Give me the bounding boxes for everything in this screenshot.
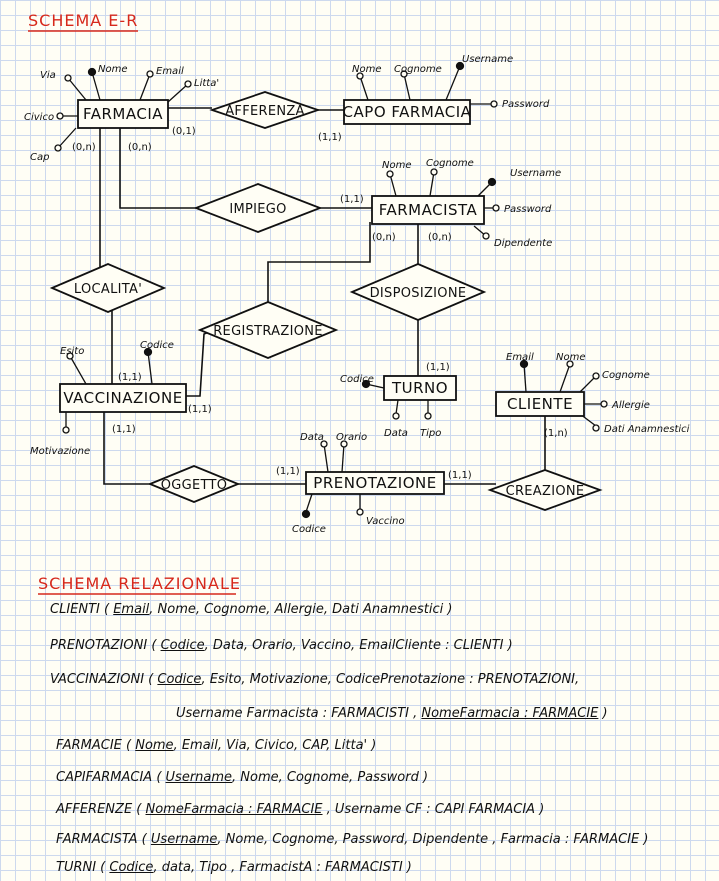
- svg-text:OGGETTO: OGGETTO: [161, 478, 228, 493]
- svg-text:Tipo: Tipo: [420, 428, 441, 439]
- attribute-markers: [54, 61, 608, 519]
- relational-title: SCHEMA RELAZIONALE: [38, 574, 241, 593]
- svg-text:Email: Email: [156, 66, 184, 77]
- svg-text:(0,1): (0,1): [172, 126, 196, 137]
- svg-text:Motivazione: Motivazione: [30, 446, 90, 457]
- entity-cliente: CLIENTE: [495, 391, 585, 417]
- svg-text:(1,1): (1,1): [340, 194, 364, 205]
- svg-text:FARMACISTA: FARMACISTA: [379, 201, 478, 219]
- svg-text:Nome: Nome: [382, 160, 412, 171]
- relationship-localita: LOCALITA': [49, 263, 167, 313]
- svg-text:Allergie: Allergie: [611, 400, 650, 411]
- svg-text:FARMACIA: FARMACIA: [83, 105, 163, 123]
- svg-text:Cap: Cap: [30, 152, 49, 163]
- relationship-registrazione: REGISTRAZIONE: [197, 301, 339, 359]
- svg-text:Civico: Civico: [24, 112, 54, 123]
- svg-text:(1,1): (1,1): [188, 404, 212, 415]
- entity-prenotazione: PRENOTAZIONE: [305, 471, 445, 495]
- er-title: SCHEMA E-R: [28, 11, 138, 30]
- svg-text:REGISTRAZIONE: REGISTRAZIONE: [213, 324, 323, 339]
- svg-text:(1,1): (1,1): [426, 362, 450, 373]
- svg-text:CAPO FARMACIA: CAPO FARMACIA: [343, 103, 472, 121]
- svg-text:Username: Username: [462, 54, 513, 65]
- svg-text:Esito: Esito: [60, 346, 84, 357]
- svg-text:Cognome: Cognome: [426, 158, 474, 169]
- svg-text:(0,n): (0,n): [128, 142, 152, 153]
- schema-row-farmacista: FARMACISTA ( Username, Nome, Cognome, Pa…: [56, 832, 649, 847]
- svg-text:Data: Data: [384, 428, 408, 439]
- svg-text:CLIENTE: CLIENTE: [507, 395, 573, 413]
- entity-capo-farmacia: CAPO FARMACIA: [343, 99, 472, 125]
- schema-row-prenotazioni: PRENOTAZIONI ( Codice, Data, Orario, Vac…: [50, 638, 513, 653]
- schema-row-clienti: CLIENTI ( Email, Nome, Cognome, Allergie…: [50, 602, 453, 617]
- svg-text:(1,1): (1,1): [276, 466, 300, 477]
- entity-vaccinazione: VACCINAZIONE: [59, 383, 187, 413]
- schema-row-vaccinazioni: VACCINAZIONI ( Codice, Esito, Motivazion…: [50, 672, 580, 687]
- svg-text:(0,n): (0,n): [428, 232, 452, 243]
- svg-text:TURNO: TURNO: [391, 379, 448, 397]
- svg-text:LOCALITA': LOCALITA': [74, 282, 142, 297]
- svg-text:IMPIEGO: IMPIEGO: [229, 202, 286, 217]
- attribute-stems: [57, 65, 604, 513]
- connection-lines: [99, 107, 560, 485]
- entity-farmacia: FARMACIA: [77, 99, 169, 129]
- schema-row-capifarmacia: CAPIFARMACIA ( Username, Nome, Cognome, …: [56, 770, 429, 785]
- cardinality-labels: (0,n) (0,n) (0,1) (1,1) (1,1) (0,n) (0,n…: [72, 126, 568, 481]
- svg-text:Nome: Nome: [352, 64, 382, 75]
- svg-text:Litta': Litta': [194, 78, 219, 89]
- svg-text:(0,n): (0,n): [372, 232, 396, 243]
- svg-text:(1,n): (1,n): [544, 428, 568, 439]
- relationship-disposizione: DISPOSIZIONE: [349, 263, 487, 321]
- relationship-impiego: IMPIEGO: [193, 183, 323, 233]
- svg-text:(0,n): (0,n): [72, 142, 96, 153]
- svg-text:Password: Password: [502, 99, 550, 110]
- schema-row-vaccinazioni-cont: Username Farmacista : FARMACISTI , NomeF…: [176, 706, 608, 721]
- schema-row-afferenze: AFFERENZE ( NomeFarmacia : FARMACIE , Us…: [56, 802, 545, 817]
- svg-text:Via: Via: [40, 70, 56, 81]
- svg-text:(1,1): (1,1): [318, 132, 342, 143]
- svg-text:Nome: Nome: [98, 64, 128, 75]
- svg-text:(1,1): (1,1): [448, 470, 472, 481]
- schema-row-turni: TURNI ( Codice, data, Tipo , FarmacistA …: [56, 860, 412, 875]
- svg-text:Codice: Codice: [292, 524, 326, 535]
- svg-text:Dipendente: Dipendente: [494, 238, 552, 249]
- entity-turno: TURNO: [383, 375, 457, 401]
- svg-text:PRENOTAZIONE: PRENOTAZIONE: [313, 474, 436, 492]
- svg-text:Password: Password: [504, 204, 552, 215]
- svg-text:DISPOSIZIONE: DISPOSIZIONE: [370, 286, 467, 301]
- svg-text:Dati Anamnestici: Dati Anamnestici: [604, 424, 690, 435]
- svg-text:Cognome: Cognome: [394, 64, 442, 75]
- attribute-labels: Via Nome Email Litta' Civico Cap Nome Co…: [24, 54, 690, 535]
- svg-text:Orario: Orario: [336, 432, 367, 443]
- svg-text:Email: Email: [506, 352, 534, 363]
- svg-text:Cognome: Cognome: [602, 370, 650, 381]
- svg-text:Codice: Codice: [340, 374, 374, 385]
- svg-text:Nome: Nome: [556, 352, 586, 363]
- svg-text:AFFERENZA: AFFERENZA: [225, 104, 305, 119]
- svg-text:(1,1): (1,1): [112, 424, 136, 435]
- relationship-afferenza: AFFERENZA: [209, 91, 321, 129]
- svg-text:VACCINAZIONE: VACCINAZIONE: [63, 389, 182, 407]
- svg-text:Username: Username: [510, 168, 561, 179]
- svg-text:Vaccino: Vaccino: [366, 516, 405, 527]
- svg-text:Data: Data: [300, 432, 324, 443]
- svg-text:Codice: Codice: [140, 340, 174, 351]
- svg-text:(1,1): (1,1): [118, 372, 142, 383]
- entity-farmacista: FARMACISTA: [371, 195, 485, 225]
- relationship-oggetto: OGGETTO: [147, 465, 241, 503]
- schema-row-farmacie: FARMACIE ( Nome, Email, Via, Civico, CAP…: [56, 738, 377, 753]
- svg-text:CREAZIONE: CREAZIONE: [506, 484, 585, 499]
- relationship-creazione: CREAZIONE: [487, 469, 603, 511]
